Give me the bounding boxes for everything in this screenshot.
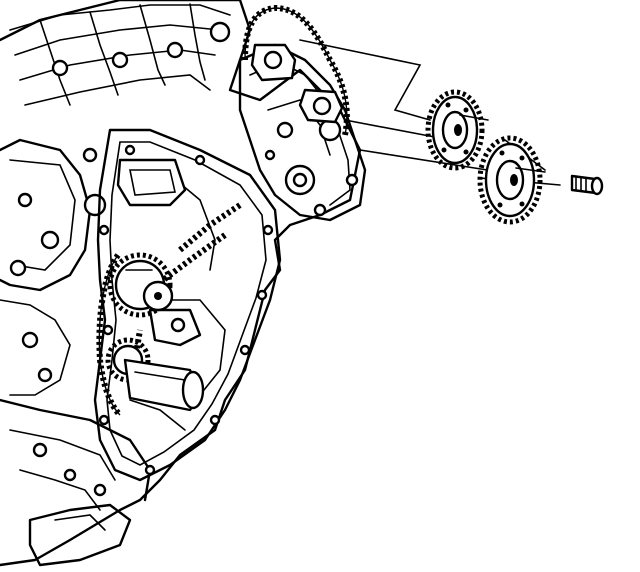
sprocket-bolt: [570, 174, 604, 196]
cylinder-head-right: [238, 43, 367, 222]
crankshaft-sprocket: [105, 252, 205, 412]
camshaft-sprocket-2: [477, 135, 546, 225]
timing-chain: [96, 4, 350, 418]
camshaft-sprocket-1: [425, 89, 489, 171]
engine-block: [0, 0, 362, 567]
